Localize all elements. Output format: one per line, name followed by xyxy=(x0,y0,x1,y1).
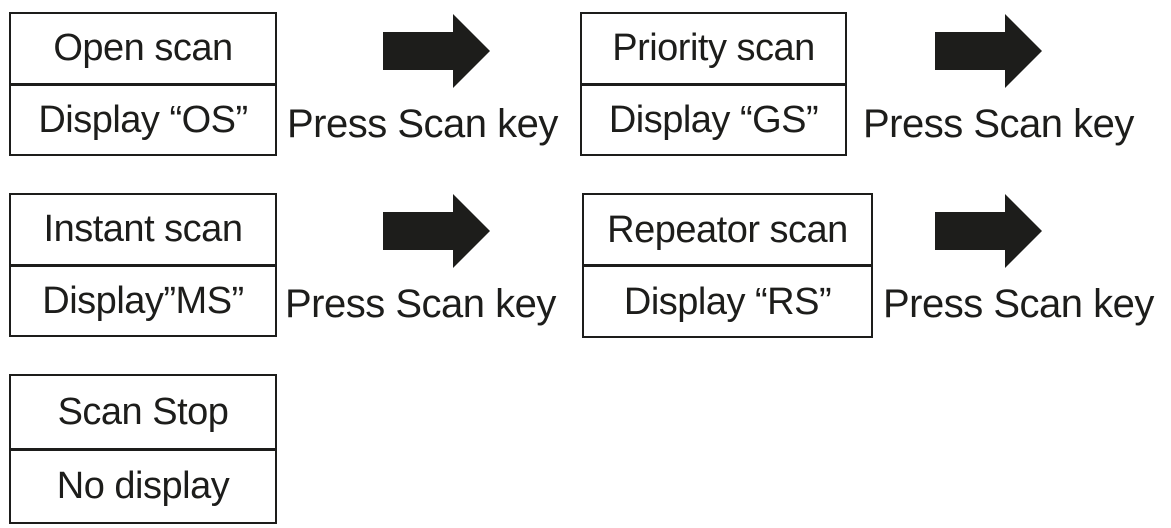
right-arrow-icon xyxy=(935,14,1042,88)
arrow-head xyxy=(453,194,490,268)
arrow-shaft xyxy=(383,212,455,250)
mode-box-priority-scan: Priority scan Display “GS” xyxy=(580,12,847,156)
mode-display: Display “RS” xyxy=(623,280,832,323)
mode-display: Display “GS” xyxy=(608,98,819,141)
mode-display: Display”MS” xyxy=(42,279,244,322)
mode-display: No display xyxy=(56,465,230,508)
mode-display: Display “OS” xyxy=(38,98,248,141)
arrow-shaft xyxy=(935,32,1007,70)
right-arrow-icon xyxy=(383,194,490,268)
mode-name: Open scan xyxy=(11,14,275,86)
mode-name: Repeator scan xyxy=(584,195,871,267)
arrow-shaft xyxy=(383,32,455,70)
arrow-head xyxy=(1005,14,1042,88)
press-scan-key-label: Press Scan key xyxy=(285,282,556,326)
mode-box-instant-scan: Instant scan Display”MS” xyxy=(9,193,277,337)
mode-box-repeator-scan: Repeator scan Display “RS” xyxy=(582,193,873,338)
press-scan-key-label: Press Scan key xyxy=(883,282,1154,326)
press-scan-key-label: Press Scan key xyxy=(287,102,558,146)
press-scan-key-label: Press Scan key xyxy=(863,102,1134,146)
mode-name: Instant scan xyxy=(11,195,275,267)
mode-name: Scan Stop xyxy=(11,376,275,451)
mode-box-scan-stop: Scan Stop No display xyxy=(9,374,277,524)
arrow-head xyxy=(1005,194,1042,268)
arrow-shaft xyxy=(935,212,1007,250)
right-arrow-icon xyxy=(935,194,1042,268)
right-arrow-icon xyxy=(383,14,490,88)
arrow-head xyxy=(453,14,490,88)
mode-name: Priority scan xyxy=(582,14,845,86)
mode-box-open-scan: Open scan Display “OS” xyxy=(9,12,277,156)
